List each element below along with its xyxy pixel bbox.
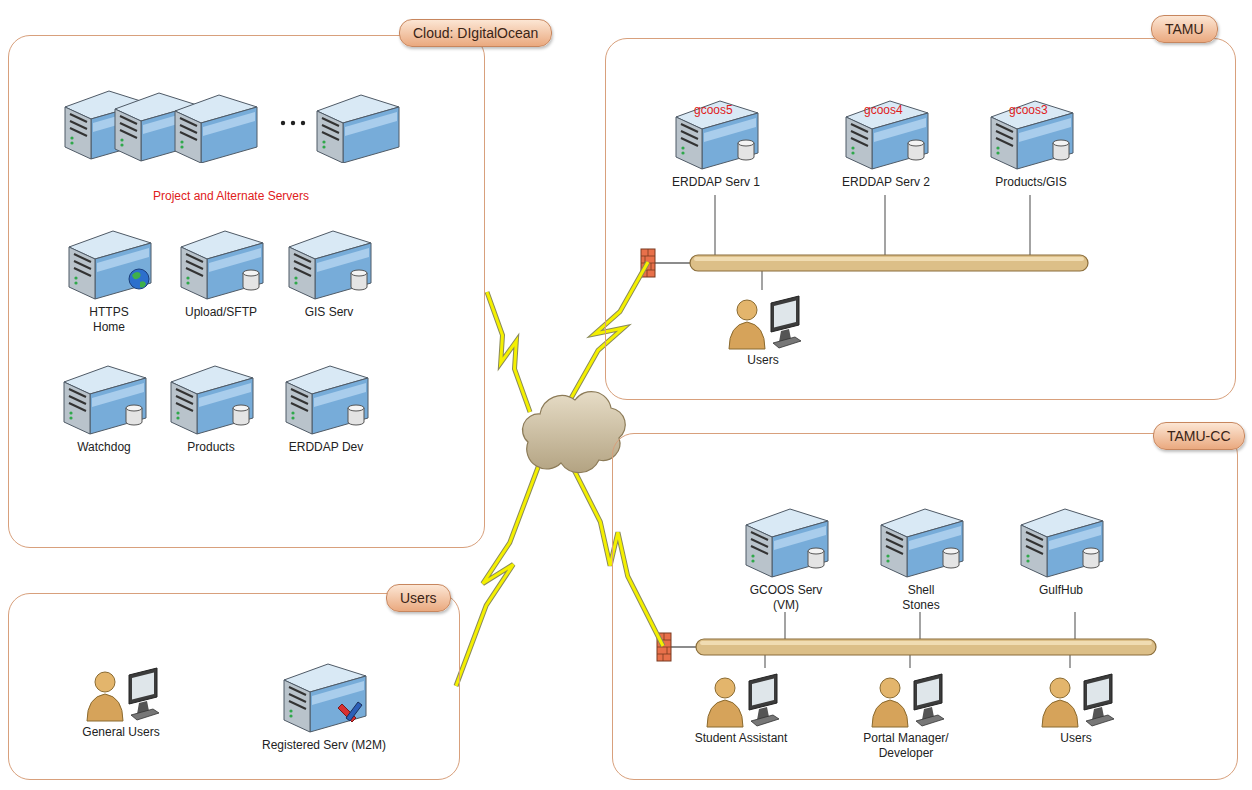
server-icon bbox=[280, 358, 372, 438]
site-group: Cloud: DIgitalOceanProject and Alternate… bbox=[8, 35, 485, 548]
server-node: GIS Serv bbox=[281, 223, 377, 320]
node-label: Products/GIS bbox=[995, 175, 1066, 190]
server-icon bbox=[875, 501, 967, 581]
user-node: Portal Manager/ Developer bbox=[846, 669, 966, 761]
server-node: Project and Alternate Servers bbox=[51, 83, 411, 204]
lan-bus bbox=[671, 612, 1156, 668]
node-label: Upload/SFTP bbox=[185, 305, 257, 320]
user-icon bbox=[1036, 669, 1116, 729]
internet-cloud bbox=[523, 392, 626, 473]
server-icon bbox=[1015, 501, 1107, 581]
node-label: General Users bbox=[82, 725, 159, 740]
group-tab: TAMU bbox=[1151, 15, 1218, 43]
lightning-bolt bbox=[570, 262, 648, 400]
node-label: ERDDAP Serv 1 bbox=[672, 175, 760, 190]
server-node: HTTPS Home bbox=[61, 223, 157, 335]
user-node: General Users bbox=[61, 663, 181, 740]
server-icon bbox=[165, 358, 257, 438]
node-label: HTTPS Home bbox=[74, 305, 144, 335]
node-label: Student Assistant bbox=[695, 731, 788, 746]
lightning-outline bbox=[570, 262, 648, 400]
server-icon bbox=[63, 223, 155, 303]
server-icon bbox=[283, 223, 375, 303]
node-label: Users bbox=[1060, 731, 1091, 746]
group-caption: Project and Alternate Servers bbox=[153, 189, 309, 204]
node-label: Registered Serv (M2M) bbox=[262, 738, 386, 753]
host-name: gcoos5 bbox=[694, 103, 733, 117]
server-node: gcoos3Products/GIS bbox=[976, 93, 1086, 190]
user-icon bbox=[723, 291, 803, 351]
node-label: ERDDAP Serv 2 bbox=[842, 175, 930, 190]
node-label: Shell Stones bbox=[891, 583, 951, 613]
site-group: TAMU-CCGCOOS Serv (VM)Shell StonesGulfHu… bbox=[612, 433, 1238, 780]
server-node: Watchdog bbox=[56, 358, 152, 455]
lightning-links bbox=[456, 262, 663, 686]
server-node: Upload/SFTP bbox=[171, 223, 271, 320]
server-node: ERDDAP Dev bbox=[271, 358, 381, 455]
server-node: Products bbox=[163, 358, 259, 455]
server-icon bbox=[740, 501, 832, 581]
node-label: GIS Serv bbox=[305, 305, 354, 320]
group-tab: Cloud: DIgitalOcean bbox=[399, 19, 552, 47]
lightning-bolt bbox=[565, 452, 663, 646]
site-group: UsersGeneral UsersRegistered Serv (M2M) bbox=[8, 593, 460, 780]
server-icon bbox=[51, 83, 411, 163]
node-label: Watchdog bbox=[77, 440, 131, 455]
server-node: gcoos5ERDDAP Serv 1 bbox=[661, 93, 771, 190]
server-icon bbox=[278, 656, 370, 736]
node-label: GulfHub bbox=[1039, 583, 1083, 598]
server-node: gcoos4ERDDAP Serv 2 bbox=[831, 93, 941, 190]
server-node: GCOOS Serv (VM) bbox=[731, 501, 841, 613]
lightning-outline bbox=[487, 292, 530, 412]
group-tab: TAMU-CC bbox=[1153, 422, 1245, 450]
node-label: ERDDAP Dev bbox=[289, 440, 363, 455]
node-label: GCOOS Serv (VM) bbox=[746, 583, 826, 613]
lightning-bolt bbox=[487, 292, 530, 412]
lan-bus bbox=[655, 195, 1088, 290]
server-node: GulfHub bbox=[1006, 501, 1116, 598]
user-node: Users bbox=[1026, 669, 1126, 746]
host-name: gcoos4 bbox=[864, 103, 903, 117]
user-node: Users bbox=[718, 291, 808, 368]
site-group: TAMUgcoos5ERDDAP Serv 1gcoos4ERDDAP Serv… bbox=[605, 38, 1236, 400]
server-node: Shell Stones bbox=[866, 501, 976, 613]
node-label: Users bbox=[747, 353, 778, 368]
user-node: Student Assistant bbox=[681, 669, 801, 746]
user-icon bbox=[866, 669, 946, 729]
lightning-outline bbox=[565, 452, 663, 646]
user-icon bbox=[701, 669, 781, 729]
node-label: Portal Manager/ Developer bbox=[851, 731, 961, 761]
lightning-bolt bbox=[456, 462, 540, 686]
node-label: Products bbox=[187, 440, 234, 455]
server-node: Registered Serv (M2M) bbox=[249, 656, 399, 753]
user-icon bbox=[81, 663, 161, 723]
server-icon bbox=[175, 223, 267, 303]
lightning-outline bbox=[456, 462, 540, 686]
host-name: gcoos3 bbox=[1009, 103, 1048, 117]
group-tab: Users bbox=[386, 584, 451, 612]
server-icon bbox=[58, 358, 150, 438]
